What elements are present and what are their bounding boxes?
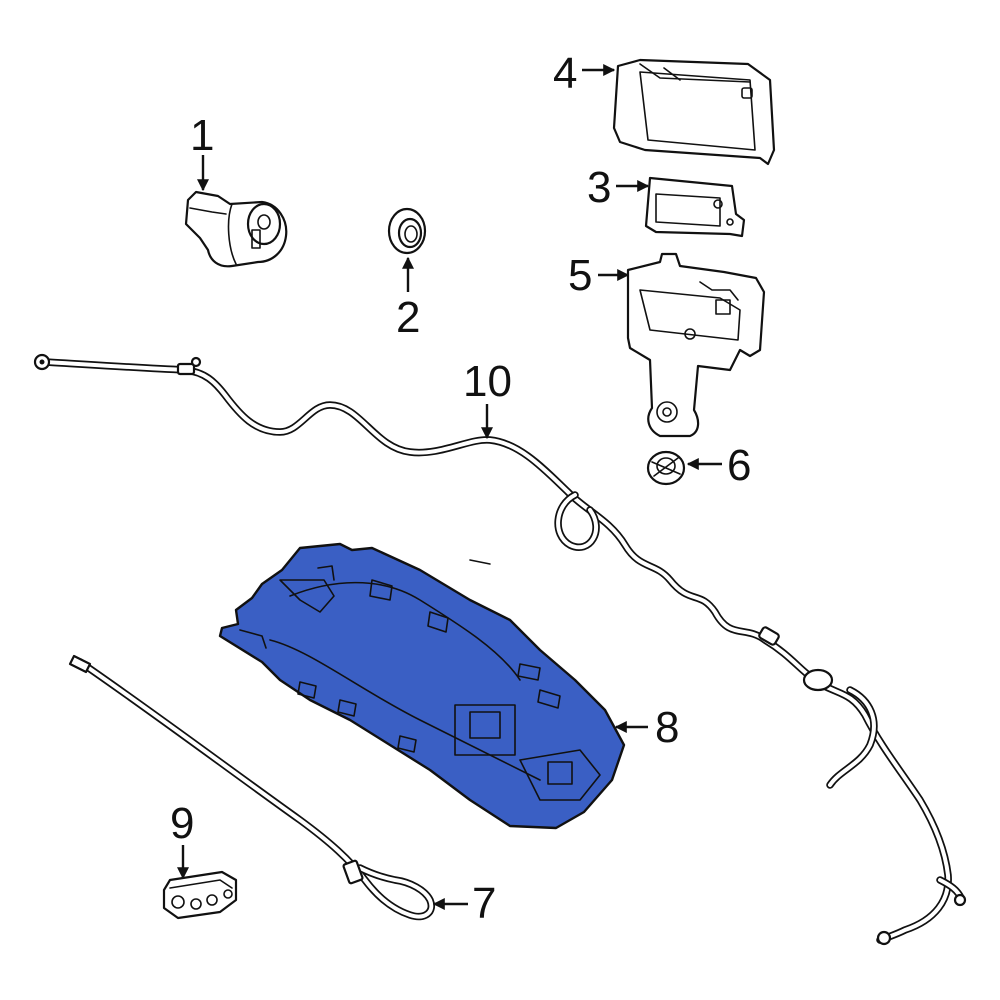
callout-3: 3 (587, 163, 612, 212)
part-6-nut[interactable] (646, 450, 686, 486)
part-7-cable[interactable] (68, 654, 435, 921)
callout-8: 8 (655, 703, 680, 752)
callout-2: 2 (396, 293, 421, 342)
part-1-sensor[interactable] (184, 190, 288, 268)
callout-1: 1 (190, 111, 215, 160)
leader-arrows (177, 64, 722, 910)
callout-9: 9 (170, 799, 195, 848)
callout-6: 6 (727, 441, 752, 490)
callout-5: 5 (568, 251, 593, 300)
part-2-grommet[interactable] (387, 207, 427, 255)
callout-4: 4 (553, 49, 578, 98)
part-3-module[interactable] (644, 176, 746, 238)
part-10-wiring-harness[interactable] (33, 353, 967, 946)
part-8-module-tray[interactable] (218, 542, 626, 830)
callout-7: 7 (472, 879, 497, 928)
part-4-cover[interactable] (612, 58, 776, 166)
part-9-connector[interactable] (162, 870, 238, 920)
part-5-bracket[interactable] (626, 252, 766, 438)
callout-10: 10 (463, 357, 512, 406)
